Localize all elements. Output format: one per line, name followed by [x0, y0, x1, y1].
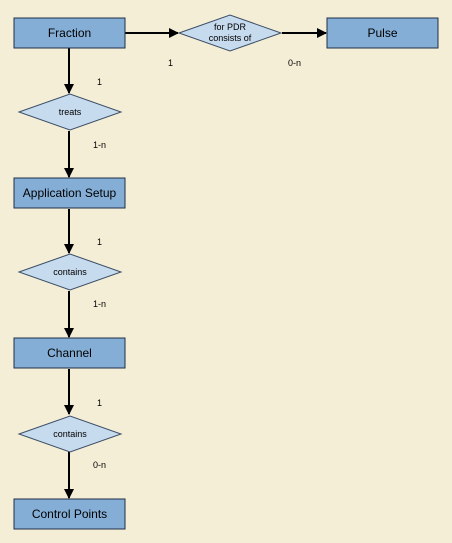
entity-control-points-box	[13, 498, 126, 530]
cardinality-treats-setup: 1-n	[93, 140, 106, 150]
cardinality-fraction-pdr: 1	[168, 58, 173, 68]
entity-channel-box	[13, 337, 126, 369]
cardinality-contains-channel: 1-n	[93, 299, 106, 309]
relationship-for-pdr[interactable]: for PDR consists of	[177, 14, 283, 52]
entity-pulse-box	[326, 17, 439, 49]
connectors	[64, 28, 327, 499]
entity-application-setup[interactable]: Application Setup	[13, 177, 126, 209]
cardinality-setup-contains: 1	[97, 237, 102, 247]
relationship-contains-channel-diamond	[17, 253, 123, 291]
relationship-treats-label: treats	[59, 107, 82, 117]
relationship-contains-points-diamond	[17, 415, 123, 453]
relationship-treats[interactable]: treats	[17, 93, 123, 131]
entity-channel[interactable]: Channel	[13, 337, 126, 369]
cardinality-channel-contains: 1	[97, 398, 102, 408]
relationship-for-pdr-label-line2: consists of	[209, 33, 252, 43]
entity-fraction[interactable]: Fraction	[13, 17, 126, 49]
cardinalities: 1 0-n 1 1-n 1 1-n 1 0-n	[93, 58, 301, 470]
relationship-for-pdr-label-line1: for PDR	[214, 22, 247, 32]
cardinality-contains-points: 0-n	[93, 460, 106, 470]
cardinality-pdr-pulse: 0-n	[288, 58, 301, 68]
entity-application-setup-box	[13, 177, 126, 209]
entity-control-points[interactable]: Control Points	[13, 498, 126, 530]
cardinality-fraction-treats: 1	[97, 77, 102, 87]
relationship-contains-channel-label: contains	[53, 267, 87, 277]
entity-pulse-label: Pulse	[367, 26, 397, 40]
entity-application-setup-label: Application Setup	[23, 186, 117, 200]
entity-fraction-label: Fraction	[48, 26, 91, 40]
relationship-contains-points-label: contains	[53, 429, 87, 439]
entity-fraction-box	[13, 17, 126, 49]
entity-control-points-label: Control Points	[32, 507, 107, 521]
relationship-treats-diamond	[17, 93, 123, 131]
entity-pulse[interactable]: Pulse	[326, 17, 439, 49]
relationship-contains-points[interactable]: contains	[17, 415, 123, 453]
relationship-for-pdr-diamond	[177, 14, 283, 52]
entity-channel-label: Channel	[47, 346, 92, 360]
relationship-contains-channel[interactable]: contains	[17, 253, 123, 291]
